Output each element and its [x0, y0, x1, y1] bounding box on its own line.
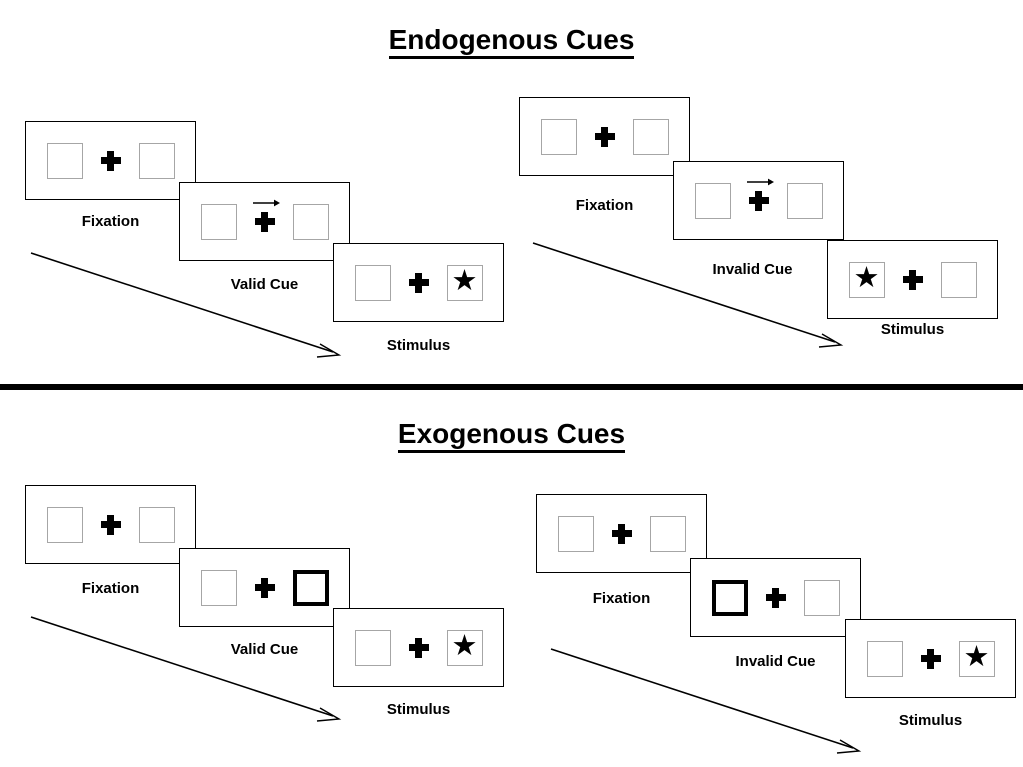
panel-label-fixation: Fixation: [81, 580, 140, 597]
panel-endogenous-invalid-cue: [673, 161, 844, 240]
panel-label-invalid-cue: Invalid Cue: [712, 261, 793, 278]
time-arrow-icon: [30, 252, 342, 358]
fixation-cross-icon: [408, 637, 429, 658]
star-icon: ★: [451, 265, 478, 297]
fixation-cross-icon: [100, 150, 121, 171]
fixation-cross-icon: [902, 269, 923, 290]
stimulus-box-left-cued: [711, 579, 748, 616]
panel-label-stimulus: Stimulus: [386, 701, 451, 718]
stimulus-box-left: [557, 515, 594, 552]
fixation-cross-icon: [765, 587, 786, 608]
panel-label-valid-cue: Valid Cue: [230, 276, 299, 293]
center-slot: [408, 272, 429, 293]
stimulus-box-left: ★: [848, 261, 885, 298]
stimulus-box-right: [649, 515, 686, 552]
fixation-cross-icon: [254, 211, 275, 232]
stimulus-box-right: ★: [446, 629, 483, 666]
panel-content: ★: [828, 261, 997, 298]
section-title-endogenous: Endogenous Cues: [0, 24, 1023, 59]
panel-content: ★: [334, 264, 503, 301]
stimulus-box-left: [46, 506, 83, 543]
center-slot: [611, 523, 632, 544]
center-slot: [254, 577, 275, 598]
stimulus-box-right: [292, 203, 329, 240]
star-icon: ★: [451, 630, 478, 662]
panel-content: [691, 579, 860, 616]
panel-label-stimulus: Stimulus: [880, 321, 945, 338]
panel-label-fixation: Fixation: [575, 197, 634, 214]
fixation-cross-icon: [594, 126, 615, 147]
panel-endogenous-invalid-stimulus: ★: [827, 240, 998, 319]
panel-content: ★: [846, 640, 1015, 677]
fixation-cross-icon: [100, 514, 121, 535]
star-icon: ★: [853, 262, 880, 294]
panel-exogenous-valid-cue: [179, 548, 350, 627]
panel-endogenous-invalid-fixation: [519, 97, 690, 176]
panel-exogenous-invalid-cue: [690, 558, 861, 637]
stimulus-box-right: [632, 118, 669, 155]
fixation-cross-icon: [408, 272, 429, 293]
center-slot: [594, 126, 615, 147]
fixation-cross-icon: [748, 190, 769, 211]
stimulus-box-right: [940, 261, 977, 298]
stimulus-box-left: [540, 118, 577, 155]
center-slot: [252, 199, 280, 232]
stimulus-box-right: [786, 182, 823, 219]
stimulus-box-left: [354, 629, 391, 666]
panel-label-valid-cue: Valid Cue: [230, 641, 299, 658]
stimulus-box-right: [138, 142, 175, 179]
center-slot: [765, 587, 786, 608]
panel-content: [180, 569, 349, 606]
panel-content: [520, 118, 689, 155]
star-icon: ★: [963, 641, 990, 673]
stimulus-box-right: [803, 579, 840, 616]
stimulus-box-left: [354, 264, 391, 301]
stimulus-box-left: [200, 569, 237, 606]
panel-content: [26, 506, 195, 543]
stimulus-box-right-cued: [292, 569, 329, 606]
panel-content: [674, 178, 843, 219]
panel-exogenous-valid-stimulus: ★: [333, 608, 504, 687]
section-title-endogenous-text: Endogenous Cues: [388, 24, 635, 59]
fixation-cross-icon: [611, 523, 632, 544]
stimulus-box-left: [866, 640, 903, 677]
center-slot: [920, 648, 941, 669]
stimulus-box-right: ★: [958, 640, 995, 677]
stimulus-box-right: [138, 506, 175, 543]
panel-content: [180, 199, 349, 240]
section-divider: [0, 384, 1023, 390]
fixation-cross-icon: [254, 577, 275, 598]
panel-endogenous-valid-cue: [179, 182, 350, 261]
panel-endogenous-valid-stimulus: ★: [333, 243, 504, 322]
stimulus-box-left: [46, 142, 83, 179]
right-arrow-cue-icon: [252, 199, 280, 206]
center-slot: [746, 178, 774, 211]
fixation-cross-icon: [920, 648, 941, 669]
panel-endogenous-valid-fixation: [25, 121, 196, 200]
panel-content: [26, 142, 195, 179]
section-title-exogenous-text: Exogenous Cues: [397, 418, 626, 453]
panel-exogenous-invalid-stimulus: ★: [845, 619, 1016, 698]
panel-label-fixation: Fixation: [592, 590, 651, 607]
center-slot: [100, 514, 121, 535]
panel-content: [537, 515, 706, 552]
stimulus-box-left: [694, 182, 731, 219]
panel-content: ★: [334, 629, 503, 666]
section-title-exogenous: Exogenous Cues: [0, 418, 1023, 453]
panel-label-invalid-cue: Invalid Cue: [735, 653, 816, 670]
time-arrow-icon: [550, 648, 862, 754]
right-arrow-cue-icon: [746, 178, 774, 185]
panel-exogenous-valid-fixation: [25, 485, 196, 564]
panel-label-stimulus: Stimulus: [898, 712, 963, 729]
panel-label-fixation: Fixation: [81, 213, 140, 230]
stimulus-box-right: ★: [446, 264, 483, 301]
time-arrow-icon: [30, 616, 342, 722]
center-slot: [902, 269, 923, 290]
center-slot: [100, 150, 121, 171]
panel-label-stimulus: Stimulus: [386, 337, 451, 354]
center-slot: [408, 637, 429, 658]
stimulus-box-left: [200, 203, 237, 240]
time-arrow-icon: [532, 242, 844, 348]
panel-exogenous-invalid-fixation: [536, 494, 707, 573]
